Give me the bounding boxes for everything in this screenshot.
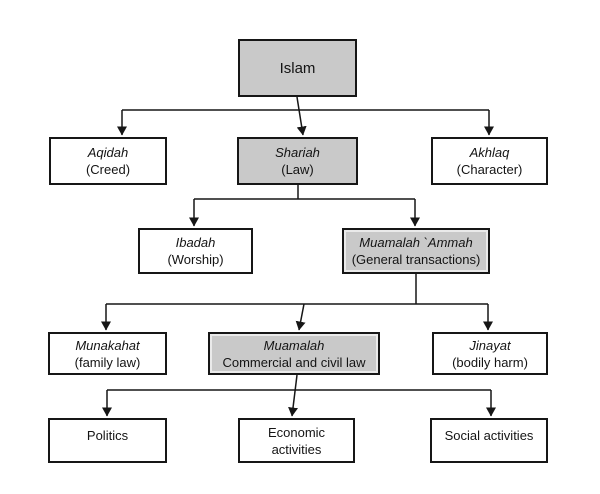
node-title: Aqidah xyxy=(87,145,129,160)
node-jinayat: Jinayat (bodily harm) xyxy=(432,332,548,375)
node-subtitle: (Worship) xyxy=(167,252,224,267)
node-title: Muamalah `Ammah xyxy=(359,235,473,250)
node-title: Economic activities xyxy=(267,424,326,457)
node-title: Islam xyxy=(279,59,316,77)
connector-arrow xyxy=(295,303,306,331)
node-politics: Politics xyxy=(48,418,167,463)
node-ibadah: Ibadah (Worship) xyxy=(138,228,253,274)
node-subtitle: Commercial and civil law xyxy=(222,354,366,370)
node-title: Ibadah xyxy=(175,235,216,250)
node-title: Social activities xyxy=(444,428,534,443)
node-title: Politics xyxy=(86,428,129,443)
node-subtitle: (Law) xyxy=(281,162,314,177)
node-muamalah: Muamalah Commercial and civil law xyxy=(208,332,380,375)
node-muamalah-ammah: Muamalah `Ammah (General transactions) xyxy=(342,228,490,274)
node-subtitle: (family law) xyxy=(74,354,141,370)
node-aqidah: Aqidah (Creed) xyxy=(49,137,167,185)
node-munakahat: Munakahat (family law) xyxy=(48,332,167,375)
connector-arrow xyxy=(296,96,307,136)
node-title: Jinayat xyxy=(469,337,511,353)
node-title: Akhlaq xyxy=(469,145,510,160)
node-title: Shariah xyxy=(275,145,320,160)
node-subtitle: (Character) xyxy=(456,162,523,177)
node-akhlaq: Akhlaq (Character) xyxy=(431,137,548,185)
node-subtitle: (General transactions) xyxy=(351,252,481,267)
node-subtitle: (Creed) xyxy=(85,162,131,177)
node-shariah: Shariah (Law) xyxy=(237,137,358,185)
connector-arrow xyxy=(288,374,298,417)
node-title: Munakahat xyxy=(75,337,140,353)
node-economic-activities: Economic activities xyxy=(238,418,355,463)
node-islam: Islam xyxy=(238,39,357,97)
node-title: Muamalah xyxy=(263,337,325,353)
node-subtitle: (bodily harm) xyxy=(452,354,528,370)
node-social-activities: Social activities xyxy=(430,418,548,463)
